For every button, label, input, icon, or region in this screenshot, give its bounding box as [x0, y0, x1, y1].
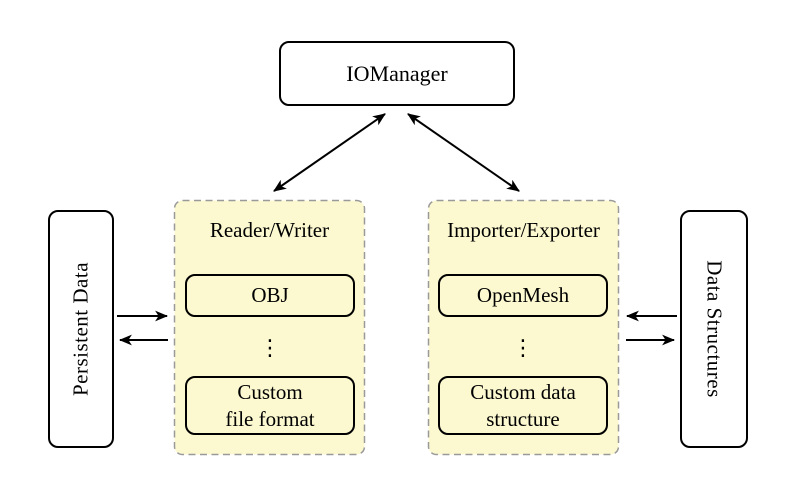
openmesh-label: OpenMesh: [476, 283, 570, 307]
persistent-data-node: Persistent Data: [48, 210, 114, 448]
custom-file-format-node: Custom file format: [185, 376, 355, 435]
custom-file-format-label: Custom file format: [225, 379, 315, 431]
data-structures-label: Data Structures: [702, 260, 727, 398]
openmesh-node: OpenMesh: [438, 274, 608, 317]
edge-iomanager-readerwriter: [273, 113, 386, 192]
importer-exporter-title: Importer/Exporter: [447, 218, 600, 242]
iomanager-node: IOManager: [279, 41, 515, 106]
data-structures-node: Data Structures: [680, 210, 748, 448]
custom-data-structure-node: Custom data structure: [438, 376, 608, 435]
obj-node: OBJ: [185, 274, 355, 317]
iomanager-label: IOManager: [346, 60, 448, 86]
persistent-data-label: Persistent Data: [68, 261, 93, 397]
obj-label: OBJ: [251, 283, 289, 307]
edge-iomanager-importerexporter: [407, 113, 520, 192]
custom-data-structure-label: Custom data structure: [470, 379, 576, 431]
vertical-ellipsis-left: ⋮: [259, 336, 281, 361]
reader-writer-title: Reader/Writer: [209, 218, 330, 242]
vertical-ellipsis-right: ⋮: [512, 336, 534, 361]
